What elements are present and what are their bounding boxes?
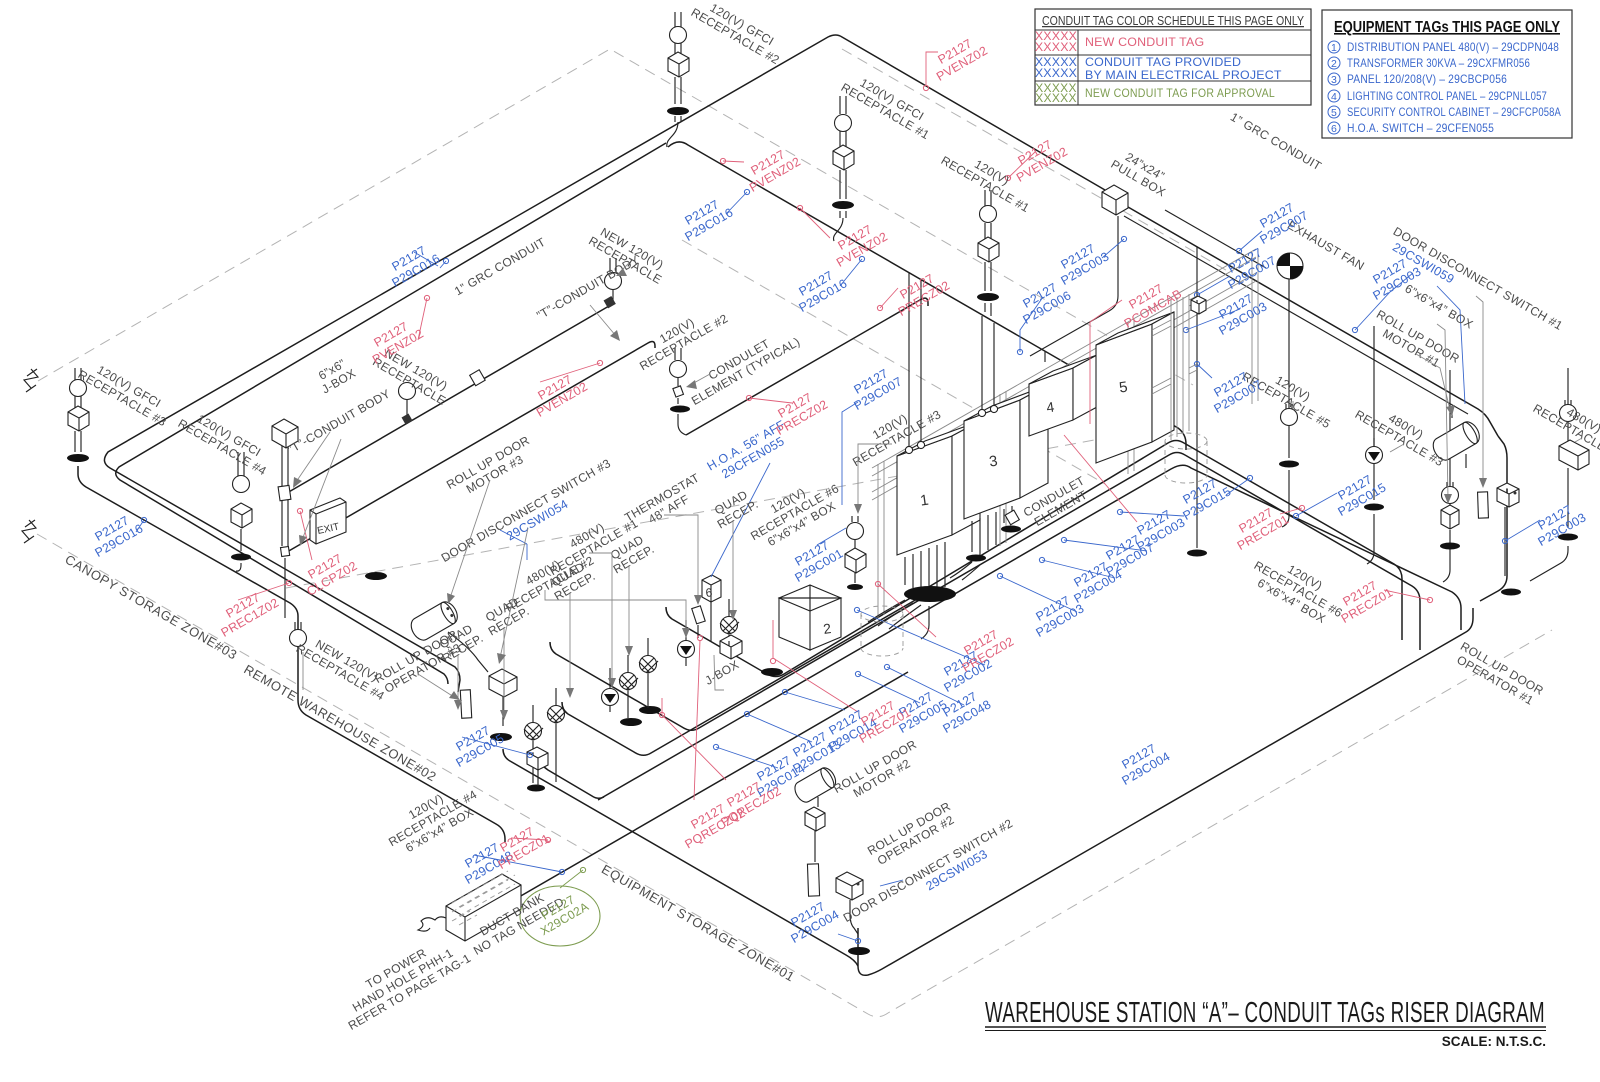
svg-text:6: 6 xyxy=(1331,123,1337,135)
svg-text:5: 5 xyxy=(1331,107,1337,119)
svg-text:5: 5 xyxy=(1118,379,1129,397)
svg-text:6”x6”J-BOX: 6”x6”J-BOX xyxy=(313,354,359,396)
svg-text:PANEL 120/208(V) – 29CBCP056: PANEL 120/208(V) – 29CBCP056 xyxy=(1347,72,1507,86)
svg-text:XXXXX: XXXXX xyxy=(1035,66,1077,80)
svg-text:XXXXX: XXXXX xyxy=(1035,81,1077,95)
svg-text:SECURITY CONTROL CABINET – 29C: SECURITY CONTROL CABINET – 29CFCP058A xyxy=(1347,105,1561,119)
svg-text:NEW CONDUIT TAG FOR APPROVAL: NEW CONDUIT TAG FOR APPROVAL xyxy=(1085,86,1275,100)
svg-text:DISTRIBUTION PANEL 480(V) – 29: DISTRIBUTION PANEL 480(V) – 29CDPN048 xyxy=(1347,40,1559,54)
svg-text:CONDUIT TAG COLOR SCHEDULE THI: CONDUIT TAG COLOR SCHEDULE THIS PAGE ONL… xyxy=(1042,14,1305,28)
svg-text:H.O.A. SWITCH – 29CFEN055: H.O.A. SWITCH – 29CFEN055 xyxy=(1347,121,1494,135)
svg-text:2: 2 xyxy=(1331,58,1337,70)
svg-text:WAREHOUSE STATION “A”– CONDUIT: WAREHOUSE STATION “A”– CONDUIT TAGs RISE… xyxy=(985,997,1545,1029)
svg-text:2: 2 xyxy=(822,620,832,637)
svg-text:EXIT: EXIT xyxy=(316,522,340,537)
svg-text:XXXXX: XXXXX xyxy=(1035,55,1077,69)
svg-text:3: 3 xyxy=(1331,74,1337,86)
svg-text:4: 4 xyxy=(1045,399,1055,416)
svg-text:4: 4 xyxy=(1331,91,1337,103)
svg-text:3: 3 xyxy=(988,453,999,471)
svg-text:1: 1 xyxy=(1331,42,1337,54)
svg-text:BY MAIN ELECTRICAL PROJECT: BY MAIN ELECTRICAL PROJECT xyxy=(1085,68,1282,82)
svg-text:EQUIPMENT TAGs THIS PAGE ONLY: EQUIPMENT TAGs THIS PAGE ONLY xyxy=(1334,19,1560,36)
svg-text:NEW CONDUIT TAG: NEW CONDUIT TAG xyxy=(1085,35,1204,49)
svg-text:6: 6 xyxy=(705,585,713,600)
svg-text:TRANSFORMER 30KVA – 29CXFMR056: TRANSFORMER 30KVA – 29CXFMR056 xyxy=(1347,56,1530,70)
svg-text:LIGHTING CONTROL PANEL – 29CPN: LIGHTING CONTROL PANEL – 29CPNLL057 xyxy=(1347,89,1547,103)
svg-text:1: 1 xyxy=(919,492,930,510)
svg-text:XXXXX: XXXXX xyxy=(1035,29,1077,43)
svg-text:CONDUIT TAG PROVIDED: CONDUIT TAG PROVIDED xyxy=(1085,55,1241,69)
svg-text:XXXXX: XXXXX xyxy=(1035,40,1077,54)
svg-text:SCALE: N.T.S.C.: SCALE: N.T.S.C. xyxy=(1442,1034,1546,1049)
svg-text:XXXXX: XXXXX xyxy=(1035,91,1077,105)
